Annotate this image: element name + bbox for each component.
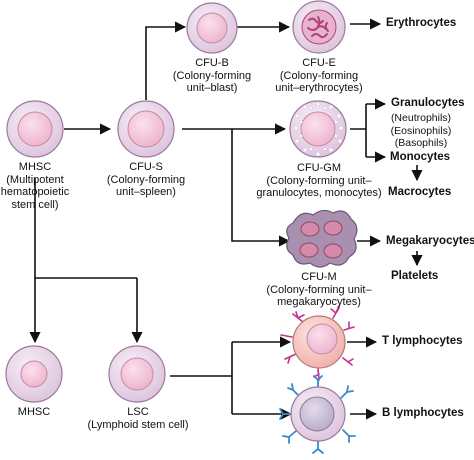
cfus-label-line: CFU-S <box>129 161 163 173</box>
connectors <box>29 18 423 420</box>
cfub-label-line: unit–blast) <box>186 82 238 94</box>
cfus-label-line: unit–spleen) <box>116 186 176 198</box>
cfue-label: CFU-E (Colony-forming unit–erythrocytes) <box>259 57 379 95</box>
arrow-branch-to-cfum <box>231 129 291 247</box>
granulocyte-type: (Eosinophils) <box>390 124 452 137</box>
granulocyte-type: (Neutrophils) <box>390 112 452 124</box>
lsc-cell <box>108 345 166 403</box>
cfub-label-line: CFU-B <box>195 57 229 69</box>
granulocyte-type: (Basophils) <box>394 137 448 149</box>
cfus-label-line: (Colony-forming <box>106 173 186 186</box>
mhsc-top-cell <box>6 100 64 158</box>
mhsc-top-label: MHSC (Multipotent hematopoietic stem cel… <box>0 161 70 211</box>
granulocyte-types: (Neutrophils) (Eosinophils) (Basophils) <box>385 112 457 150</box>
lsc-label: LSC (Lymphoid stem cell) <box>82 406 194 431</box>
mhsc-top-label-line: MHSC <box>18 161 52 173</box>
arrow-cfus-to-cfub <box>145 21 187 100</box>
erythrocytes-label: Erythrocytes <box>386 17 457 29</box>
lsc-label-line: LSC <box>127 406 149 418</box>
cfum-label: CFU-M (Colony-forming unit– megakaryocyt… <box>255 271 383 309</box>
cfum-label-line: (Colony-forming unit– <box>266 283 372 296</box>
cfue-label-line: unit–erythrocytes) <box>275 82 363 94</box>
monocytes-label: Monocytes <box>390 151 451 163</box>
cfugm-label: CFU-GM (Colony-forming unit– granulocyte… <box>255 162 383 200</box>
cfum-cell <box>286 209 358 268</box>
t-cell <box>280 305 355 381</box>
platelets-label: Platelets <box>391 270 439 282</box>
mhsc-top-label-line: hematopoietic <box>0 186 70 198</box>
mhsc-top-label-line: (Multipotent <box>6 173 64 186</box>
cfugm-label-line: (Colony-forming unit– <box>266 174 372 187</box>
cfugm-label-line: CFU-GM <box>297 162 341 174</box>
b-cell <box>279 375 356 454</box>
cfue-label-line: (Colony-forming <box>279 69 359 82</box>
bracket-cfugm-outputs <box>350 104 367 157</box>
mhsc-top-label-line: stem cell) <box>11 198 59 211</box>
t-lymphocytes-label: T lymphocytes <box>382 335 463 347</box>
b-lymphocytes-label: B lymphocytes <box>382 407 464 419</box>
macrocytes-label: Macrocytes <box>388 186 452 198</box>
arrow-lsc-branch <box>170 342 233 414</box>
cfugm-cell <box>289 100 347 158</box>
cfum-label-line: CFU-M <box>301 271 337 283</box>
cfue-label-line: CFU-E <box>302 57 336 69</box>
cfus-label: CFU-S (Colony-forming unit–spleen) <box>96 161 196 199</box>
mhsc-bottom-cell <box>5 345 63 403</box>
megakaryocytes-label: Megakaryocytes <box>386 235 474 247</box>
cfub-label-line: (Colony-forming <box>172 69 252 82</box>
lsc-label-line: (Lymphoid stem cell) <box>87 418 189 431</box>
cfus-cell <box>117 100 175 158</box>
cfub-cell <box>186 2 238 54</box>
cfugm-label-line: granulocytes, monocytes) <box>256 187 382 199</box>
granulocytes-label: Granulocytes <box>391 97 465 109</box>
mhsc-bottom-label: MHSC <box>17 406 51 418</box>
cfue-cell <box>292 0 346 54</box>
cfum-label-line: megakaryocytes) <box>277 296 361 308</box>
cfub-label: CFU-B (Colony-forming unit–blast) <box>162 57 262 95</box>
